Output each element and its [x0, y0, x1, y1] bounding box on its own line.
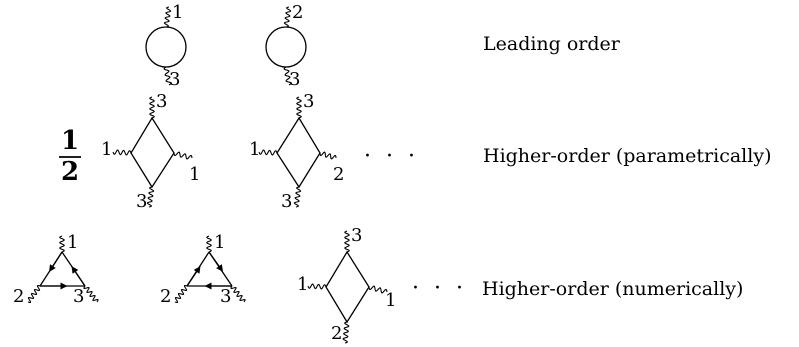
diamond-diagram-1: 3 1 1 3	[101, 91, 200, 212]
bubble-diagram-2: 2 3	[265, 2, 307, 90]
wavy-leg-bottom	[283, 66, 292, 86]
leg-label-left: 2	[160, 286, 171, 307]
leg-label-bottom: 3	[169, 69, 180, 90]
ellipsis-row-2: · · ·	[364, 144, 419, 169]
triangle-diagram-1: 1 2 3	[13, 232, 99, 307]
wavy-leg-right	[83, 285, 99, 303]
leg-label-bottom: 3	[289, 69, 300, 90]
leg-label-bottom: 2	[331, 323, 342, 344]
leg-label-right: 3	[73, 286, 84, 307]
leg-label-top: 3	[303, 91, 314, 112]
arrow-left-edge	[49, 251, 63, 272]
wavy-leg-bottom	[293, 186, 302, 208]
leg-label-right: 3	[220, 286, 231, 307]
wavy-leg-bottom	[342, 321, 350, 344]
wavy-leg-top	[296, 96, 302, 119]
leg-label-left: 1	[297, 274, 308, 295]
leg-label-top: 1	[67, 232, 78, 253]
leg-label-right: 2	[333, 164, 344, 185]
leg-label-top: 3	[351, 225, 362, 246]
fraction-numerator: 1	[61, 126, 79, 156]
wavy-leg-bottom	[163, 66, 172, 86]
wavy-leg-right	[173, 151, 193, 160]
wavy-leg-left	[307, 283, 327, 290]
leg-label-top: 1	[172, 2, 183, 23]
arrow-right-edge	[71, 266, 86, 287]
leg-label-top: 1	[214, 232, 225, 253]
leg-label-left: 1	[249, 139, 260, 160]
wavy-leg-top	[206, 235, 212, 253]
leg-label-right: 1	[385, 290, 396, 311]
wavy-leg-top	[344, 230, 350, 253]
wavy-leg-bottom	[146, 186, 155, 208]
row-label-higher-order-parametrically: Higher-order (parametrically)	[483, 145, 771, 167]
wavy-leg-right	[319, 151, 337, 160]
row-label-higher-order-numerically: Higher-order (numerically)	[482, 278, 743, 300]
wavy-leg-top	[283, 6, 292, 28]
fraction-denominator: 2	[61, 157, 79, 187]
ellipsis-row-3: · · ·	[412, 276, 467, 301]
diamond-diagram-2: 3 1 2 3	[249, 91, 344, 212]
leg-label-bottom: 3	[281, 191, 292, 212]
wavy-leg-top	[163, 6, 172, 28]
wavy-leg-top	[149, 96, 155, 119]
wavy-leg-left	[27, 284, 41, 304]
leg-label-top: 3	[156, 91, 167, 112]
arrow-left-edge	[186, 266, 201, 287]
triangle-diagram-2: 1 2 3	[160, 232, 246, 307]
leg-label-right: 1	[189, 164, 200, 185]
row-label-leading-order: Leading order	[483, 33, 621, 55]
symmetry-factor: 1 2	[59, 126, 81, 187]
leg-label-left: 2	[13, 286, 24, 307]
wavy-leg-top	[59, 235, 65, 253]
wavy-leg-right	[230, 285, 246, 303]
leg-label-left: 1	[101, 139, 112, 160]
bubble-diagram-1: 1 3	[145, 2, 187, 90]
wavy-leg-left	[112, 149, 132, 156]
arrow-right-edge	[208, 251, 224, 272]
leg-label-top: 2	[292, 2, 303, 23]
leg-label-bottom: 3	[136, 191, 147, 212]
wavy-leg-left	[258, 149, 278, 156]
wavy-leg-right	[368, 285, 388, 294]
wavy-leg-left	[174, 284, 188, 304]
diamond-diagram-3: 3 1 1 2	[297, 225, 396, 344]
